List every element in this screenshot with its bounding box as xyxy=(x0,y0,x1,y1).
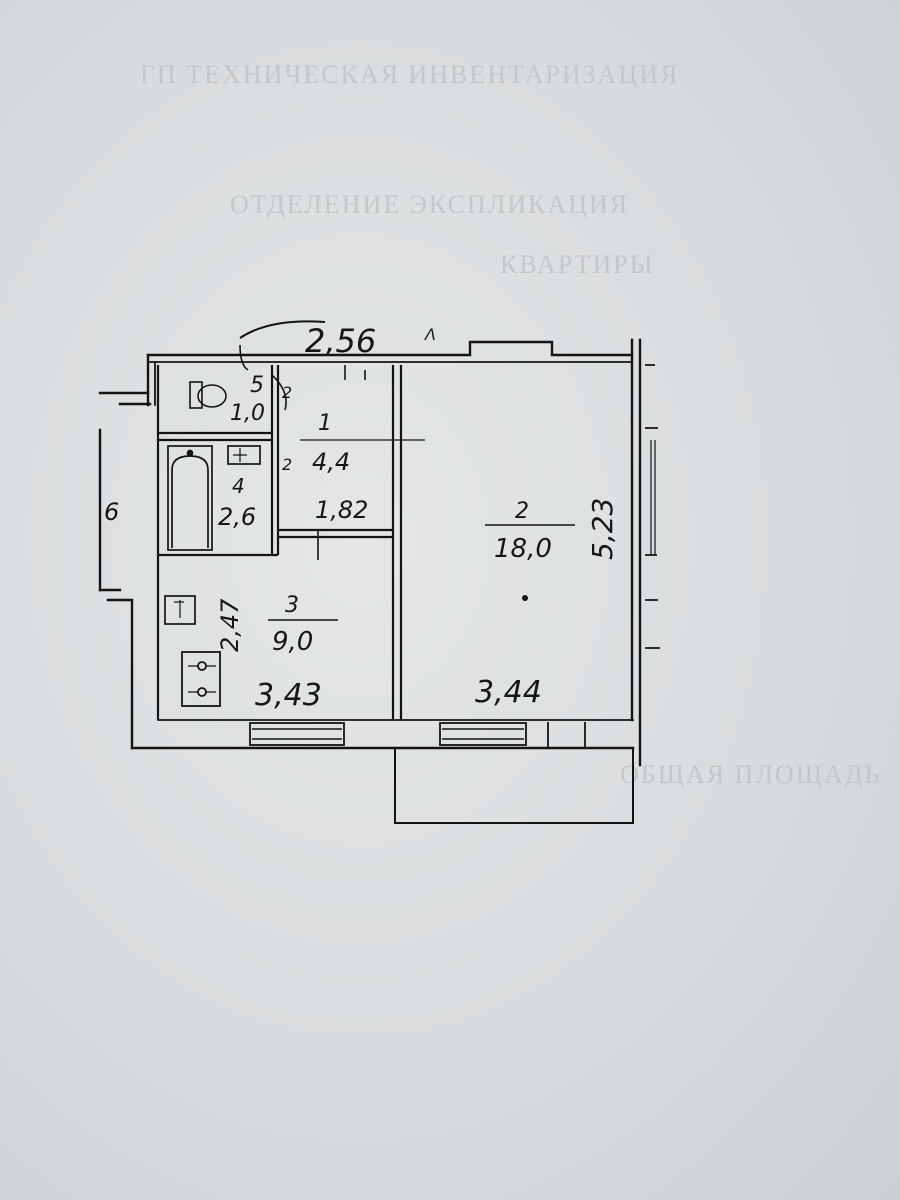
left-figure-label: 6 xyxy=(104,498,119,526)
bleed-through-text: КВАРТИРЫ xyxy=(500,250,655,279)
room-3-dimension-bottom: 3,43 xyxy=(255,678,322,713)
stove-icon xyxy=(181,651,221,707)
room-2-dimension-right: 5,23 xyxy=(586,498,619,560)
room-1-area: 4,4 xyxy=(312,448,350,476)
outer-walls xyxy=(98,338,642,767)
bleed-through-text: ОТДЕЛЕНИЕ ЭКСПЛИКАЦИЯ xyxy=(230,190,630,219)
room-3-number: 3 xyxy=(285,593,299,618)
room-4-number: 4 xyxy=(232,474,245,498)
toilet-icon xyxy=(189,381,227,409)
room-3-area: 9,0 xyxy=(272,627,313,657)
room-3-dimension-left: 2,47 xyxy=(216,598,244,652)
corridor-small-label: 2 xyxy=(282,455,292,474)
strike-mark xyxy=(239,320,326,339)
wc-small-label: 2 xyxy=(282,383,292,402)
room-2-number: 2 xyxy=(515,499,529,524)
bottom-windows xyxy=(249,722,586,748)
balcony xyxy=(394,748,634,824)
room-1-dimension: 1,82 xyxy=(315,496,368,524)
door-swings xyxy=(239,344,425,560)
room-4-area: 2,6 xyxy=(218,503,256,531)
bathtub-icon xyxy=(167,445,213,551)
room-2-area: 18,0 xyxy=(494,534,552,564)
room-5-area: 1,0 xyxy=(230,401,265,426)
bleed-through-text: ОБЩАЯ ПЛОЩАДЬ xyxy=(620,760,882,789)
right-window xyxy=(645,364,660,649)
kitchen-sink-icon xyxy=(164,595,196,625)
top-dimension-label: 2,56 xyxy=(305,322,376,360)
room-1-number: 1 xyxy=(318,411,332,436)
interior-walls xyxy=(156,365,403,720)
corner-symbol: Λ xyxy=(423,325,436,344)
bleed-through-text: ГП ТЕХНИЧЕСКАЯ ИНВЕНТАРИЗАЦИЯ xyxy=(140,60,680,89)
room-2-dimension-bottom: 3,44 xyxy=(475,675,542,710)
room-5-number: 5 xyxy=(250,373,264,398)
room-center-dot xyxy=(522,595,528,601)
sink-icon xyxy=(227,445,261,465)
room-divider-marks xyxy=(268,524,575,621)
